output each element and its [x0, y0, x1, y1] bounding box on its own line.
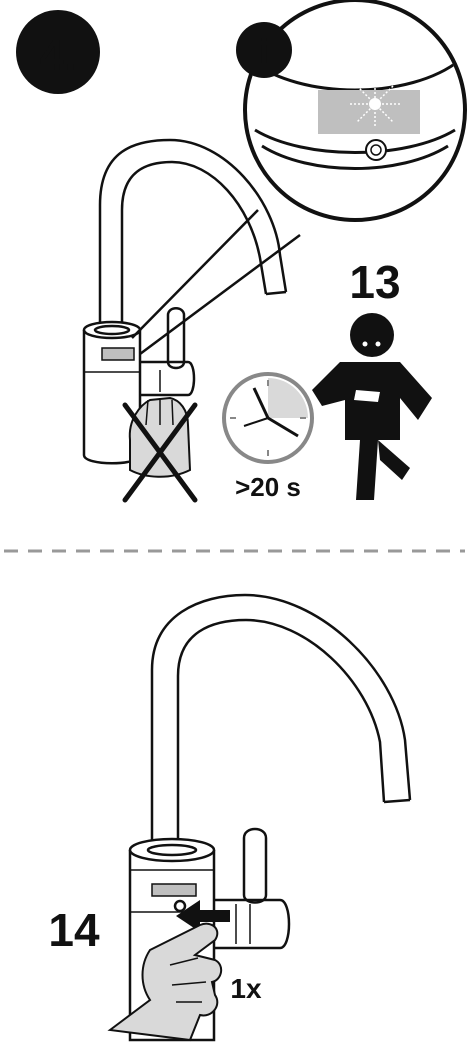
step-number: 4.: [40, 31, 77, 80]
info-badge: i: [259, 33, 268, 71]
step-badge: 4.: [16, 10, 100, 94]
detail-zoom-circle: i: [236, 0, 467, 222]
step-14-number: 14: [48, 904, 100, 956]
waiting-person-icon: [312, 313, 432, 500]
hand-icon-crossed: [122, 396, 198, 503]
zoom-callout-lines: [131, 209, 301, 356]
faucet-bottom: [128, 593, 412, 1042]
press-count-label: 1x: [230, 973, 262, 1004]
flashing-light-icon: [350, 80, 400, 128]
clock-icon: [222, 372, 314, 464]
step-13-number: 13: [349, 256, 400, 308]
press-arrow-icon: [176, 900, 230, 932]
pressing-hand-icon: [107, 922, 223, 1042]
forbidden-cross-icon: [122, 402, 198, 503]
wait-duration-label: >20 s: [235, 472, 301, 502]
